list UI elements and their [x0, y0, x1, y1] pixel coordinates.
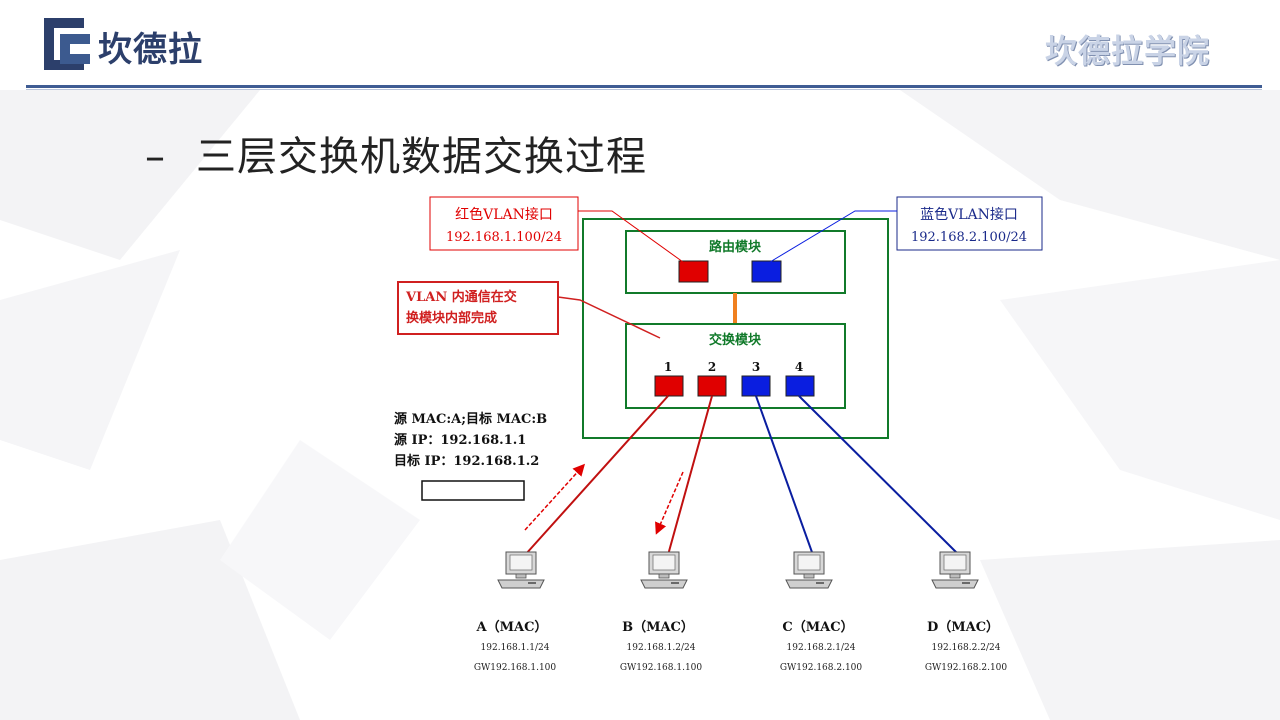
port-1-label: 1	[664, 360, 672, 374]
host-b-name: B（MAC）	[622, 619, 694, 635]
switch-module-label: 交换模块	[709, 332, 762, 348]
host-d-computer-icon	[931, 551, 979, 589]
link-b	[667, 395, 713, 556]
link-c	[755, 395, 814, 556]
brand-watermark: 坎德拉学院	[1044, 32, 1210, 70]
red-vlan-callout	[429, 196, 579, 251]
flow-arrow-up	[524, 463, 586, 531]
packet-frame	[421, 480, 525, 501]
router-red-port	[678, 260, 709, 283]
switch-port-1	[654, 375, 684, 397]
blue-vlan-callout	[896, 196, 1043, 251]
flow-arrow-down	[655, 471, 684, 535]
blue-vlan-ip: 192.168.2.100/24	[911, 230, 1027, 245]
red-vlan-title: 红色VLAN接口	[455, 206, 553, 223]
packet-dst-ip: 目标 IP：192.168.1.2	[394, 453, 539, 469]
note-line-2: 换模块内部完成	[406, 310, 497, 326]
router-blue-port	[751, 260, 782, 283]
host-a-gw: GW192.168.1.100	[474, 663, 557, 673]
header-divider	[26, 85, 1262, 88]
host-a-computer-icon	[497, 551, 545, 589]
packet-src-ip: 源 IP：192.168.1.1	[394, 432, 526, 448]
switch-port-4	[785, 375, 815, 397]
port-2-label: 2	[708, 360, 716, 374]
title-dash: –	[145, 134, 166, 180]
red-vlan-ip: 192.168.1.100/24	[446, 230, 562, 245]
host-a-name: A（MAC）	[476, 619, 548, 635]
slide-title: –三层交换机数据交换过程	[145, 124, 647, 182]
switch-port-2	[697, 375, 727, 397]
host-d-name: D（MAC）	[927, 619, 999, 635]
title-text: 三层交换机数据交换过程	[196, 134, 647, 180]
link-a	[524, 395, 669, 556]
host-b-ip: 192.168.1.2/24	[627, 643, 696, 653]
l3-switch-box	[582, 218, 889, 439]
brand-logo-icon	[44, 18, 90, 70]
host-d-ip: 192.168.2.2/24	[932, 643, 1001, 653]
blue-vlan-leader	[769, 210, 897, 263]
brand-logo-text: 坎德拉	[98, 30, 203, 70]
port-4-label: 4	[795, 360, 803, 374]
host-b-gw: GW192.168.1.100	[620, 663, 703, 673]
note-leader	[557, 296, 661, 339]
switch-module-box	[625, 323, 846, 409]
router-module-label: 路由模块	[709, 239, 762, 255]
host-c-ip: 192.168.2.1/24	[787, 643, 856, 653]
header-divider-thin	[26, 89, 1262, 90]
packet-mac: 源 MAC:A;目标 MAC:B	[394, 411, 547, 427]
blue-vlan-title: 蓝色VLAN接口	[920, 206, 1018, 223]
link-d	[798, 395, 960, 556]
host-c-gw: GW192.168.2.100	[780, 663, 863, 673]
switch-port-3	[741, 375, 771, 397]
note-callout	[397, 281, 559, 335]
host-a-ip: 192.168.1.1/24	[481, 643, 550, 653]
note-line-1: VLAN 内通信在交	[405, 289, 517, 305]
red-vlan-leader	[578, 210, 684, 263]
host-c-computer-icon	[785, 551, 833, 589]
port-3-label: 3	[752, 360, 760, 374]
host-c-name: C（MAC）	[782, 619, 853, 635]
host-b-computer-icon	[640, 551, 688, 589]
host-d-gw: GW192.168.2.100	[925, 663, 1008, 673]
